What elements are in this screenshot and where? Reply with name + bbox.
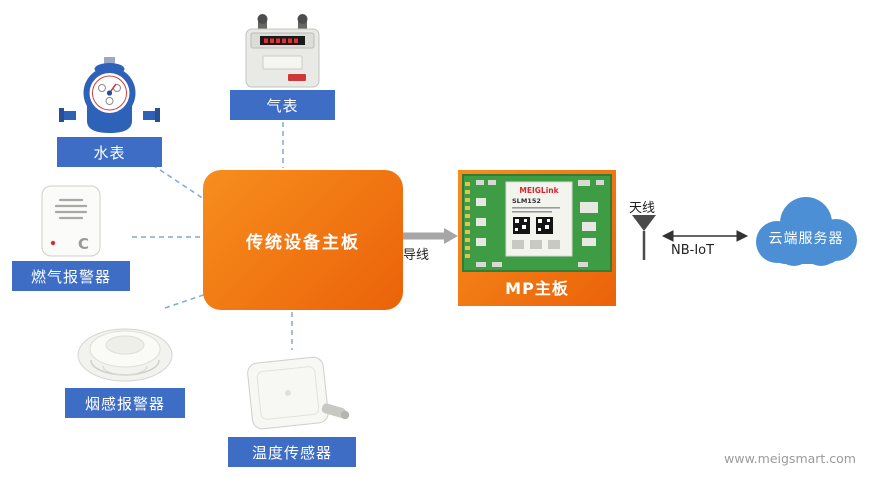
pcb-brand-text: MEIGLink [519, 186, 559, 195]
gas-alarm-image: C [12, 183, 130, 261]
antenna-icon [632, 215, 656, 260]
device-label-smoke-alarm: 烟感报警器 [84, 394, 165, 413]
device-label-temp-sensor: 温度传感器 [251, 443, 332, 462]
device-label-gas-alarm: 燃气报警器 [30, 267, 111, 286]
cloud-server: 云端服务器 [744, 186, 868, 278]
device-smoke-alarm: 烟感报警器 [65, 310, 185, 418]
wire-arrow [403, 228, 458, 244]
device-gas-alarm: C 燃气报警器 [12, 183, 130, 291]
mp-board-label: MP主板 [505, 279, 569, 298]
device-gas-meter: 气表 [230, 12, 335, 120]
wire-label: 导线 [403, 248, 430, 263]
cloud-server-label: 云端服务器 [768, 231, 844, 247]
smoke-alarm-image [65, 310, 185, 388]
pcb-model-text: SLM152 [512, 197, 541, 205]
watermark-url: www.meigsmart.com [724, 451, 856, 466]
water-meter-icon [59, 57, 160, 133]
nbiot-arrow [661, 230, 749, 242]
device-water-meter: 水表 [57, 55, 162, 167]
cloud-icon [756, 197, 857, 266]
traditional-main-board: 传统设备主板 [203, 170, 403, 310]
temp-sensor-image [228, 352, 356, 437]
nbiot-label: NB-IoT [671, 243, 715, 258]
device-temp-sensor: 温度传感器 [228, 352, 356, 467]
mp-board: MEIGLink SLM152 [458, 170, 616, 306]
antenna-label: 天线 [629, 201, 656, 216]
temp-sensor-icon [247, 356, 350, 430]
gas-meter-icon [245, 14, 320, 88]
gas-meter-image [230, 12, 335, 90]
gas-alarm-mark: C [78, 235, 89, 253]
device-label-gas-meter: 气表 [266, 96, 299, 115]
pcb-qr-codes [513, 217, 553, 234]
water-meter-image [57, 55, 162, 137]
smoke-alarm-icon [77, 328, 173, 382]
pcb-image: MEIGLink SLM152 [462, 174, 612, 272]
gas-alarm-icon: C [41, 185, 101, 257]
device-label-water-meter: 水表 [93, 143, 126, 162]
